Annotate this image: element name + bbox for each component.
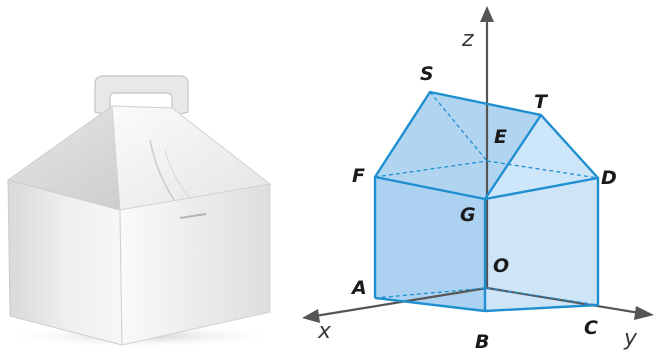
point-label-t: T — [534, 91, 549, 113]
gift-box-with-handle-icon — [2, 75, 282, 348]
y-axis-arrowhead — [634, 306, 654, 320]
face-side — [485, 178, 598, 311]
x-axis-arrowhead — [302, 309, 320, 323]
point-label-g: G — [460, 204, 476, 226]
z-axis-arrowhead — [480, 6, 494, 22]
point-label-o: O — [493, 255, 509, 277]
roof-right-face — [485, 115, 598, 199]
point-label-s: S — [420, 63, 434, 85]
y-axis-label: y — [623, 326, 638, 351]
hidden-edges — [374, 91, 599, 306]
y-axis — [486, 286, 641, 315]
point-label-f: F — [352, 165, 365, 187]
z-axis-label: z — [461, 27, 474, 52]
point-label-c: C — [584, 317, 598, 339]
point-label-b: B — [475, 331, 489, 353]
x-axis-label: x — [317, 319, 332, 344]
roof-left-face — [375, 92, 541, 199]
point-label-e: E — [494, 126, 507, 148]
visible-edges — [373, 90, 600, 313]
point-label-d: D — [601, 167, 617, 189]
house-shaped-solid-diagram: z x y S T E F D G O A B C — [302, 6, 654, 353]
face-front — [375, 177, 485, 311]
point-label-a: A — [350, 277, 367, 299]
